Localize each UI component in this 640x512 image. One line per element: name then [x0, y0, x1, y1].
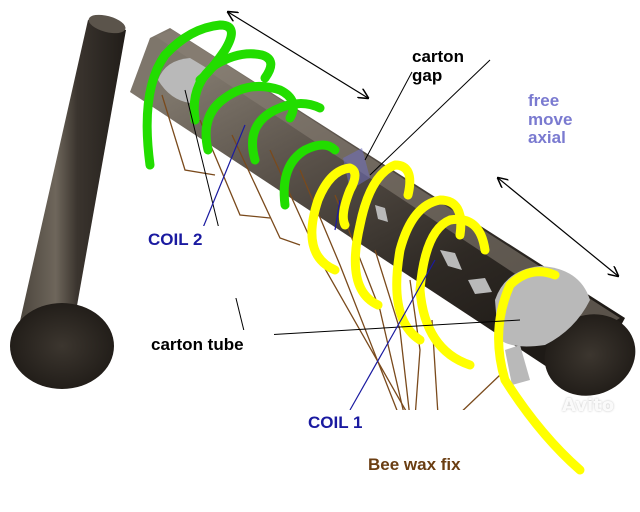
coil-1-windings — [307, 160, 585, 475]
coil-1-label: COIL 1 — [308, 413, 363, 432]
coil-2-pointer — [199, 124, 246, 236]
coil-2-label: COIL 2 — [148, 230, 203, 249]
arrow-right — [498, 178, 618, 276]
avito-dots-icon — [538, 399, 556, 417]
left-rod-end-face — [10, 303, 114, 389]
watermark-text: Avito — [562, 395, 615, 416]
bee-wax-fix-label: Bee wax fix — [368, 455, 461, 474]
double-headed-arrow — [228, 12, 618, 276]
carton-gap-label: carton gap — [412, 47, 464, 85]
coil-2-label-bg — [146, 226, 240, 298]
arrow-top — [228, 12, 368, 98]
carton-tube-label: carton tube — [151, 335, 244, 354]
carton-tube-label-bg — [146, 330, 274, 390]
left-rod — [10, 14, 126, 389]
watermark: Avito — [536, 395, 636, 421]
carton-gap-pointer — [364, 71, 413, 161]
carton-gap-pointer-2 — [369, 59, 491, 176]
free-move-axial-label: free move axial — [528, 91, 573, 148]
coil-1-label-bg — [296, 410, 504, 436]
main-rod-end-face — [544, 314, 636, 396]
carton-tube-pointer-right — [264, 319, 521, 336]
coil-pointer-lines — [199, 124, 436, 411]
coil-1-pointer — [349, 259, 436, 411]
carton-gap-blue-pointer — [334, 199, 341, 231]
